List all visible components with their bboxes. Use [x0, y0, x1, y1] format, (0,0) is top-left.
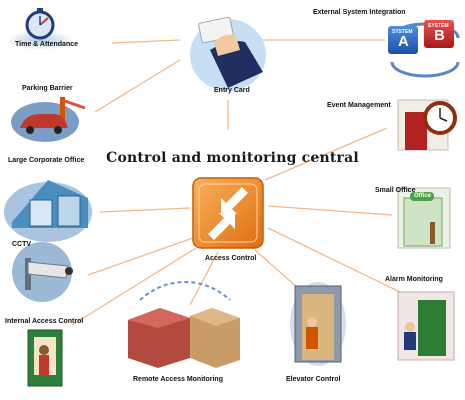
entry-card-illustration	[190, 16, 266, 91]
label-access-control: Access Control	[205, 255, 257, 262]
label-elevator-control: Elevator Control	[286, 376, 341, 383]
label-external-system: External System Integration	[313, 9, 406, 16]
connector-alarm	[267, 227, 401, 293]
connector-cctv	[87, 237, 194, 276]
connector-large-office	[99, 207, 191, 213]
connector-parking	[94, 59, 181, 113]
label-parking-barrier: Parking Barrier	[22, 85, 73, 92]
connector-time-attendance	[111, 39, 181, 44]
remote-access-illustration	[128, 280, 240, 368]
connector-remote	[189, 251, 219, 306]
connector-small-office	[267, 205, 393, 216]
system-b-box	[424, 20, 454, 48]
connector-internal	[71, 247, 197, 326]
large-office-illustration	[4, 180, 92, 242]
connector-elevator	[254, 249, 299, 289]
cctv-illustration	[12, 242, 73, 302]
label-system-a: SYSTEM	[392, 29, 413, 35]
connector-event	[264, 127, 388, 181]
label-system-a-letter: A	[398, 33, 409, 50]
time-attendance-illustration	[6, 8, 74, 50]
internal-access-illustration	[27, 329, 63, 387]
arrow-out-icon	[208, 213, 235, 240]
office-sign	[410, 192, 434, 201]
label-small-office: Small Office	[375, 187, 416, 194]
label-alarm-monitoring: Alarm Monitoring	[385, 276, 443, 283]
label-large-office: Large Corporate Office	[8, 157, 85, 164]
event-management-illustration	[397, 99, 457, 151]
system-a-box	[388, 26, 418, 54]
diagram-title: Control and monitoring central	[106, 150, 359, 166]
label-time-attendance: Time & Attendance	[15, 41, 79, 48]
external-system-illustration	[388, 20, 460, 78]
label-small-office-sign: Office	[414, 193, 432, 199]
alarm-monitoring-illustration	[397, 291, 455, 361]
access-control-hub	[192, 177, 264, 249]
label-system-b-letter: B	[434, 27, 445, 44]
label-remote-access: Remote Access Monitoring	[133, 376, 223, 383]
connector-lines	[71, 39, 401, 326]
parking-barrier-illustration	[11, 97, 86, 142]
camera-icon	[27, 261, 69, 279]
arrow-in-icon	[221, 187, 248, 214]
label-cctv: CCTV	[12, 241, 32, 248]
label-entry-card: Entry Card	[214, 87, 250, 94]
elevator-control-illustration	[290, 282, 346, 366]
small-office-illustration	[397, 187, 451, 249]
label-internal-access: Internal Access Control	[5, 318, 84, 325]
label-system-b: SYSTEM	[428, 23, 449, 29]
label-event-management: Event Management	[327, 102, 391, 109]
